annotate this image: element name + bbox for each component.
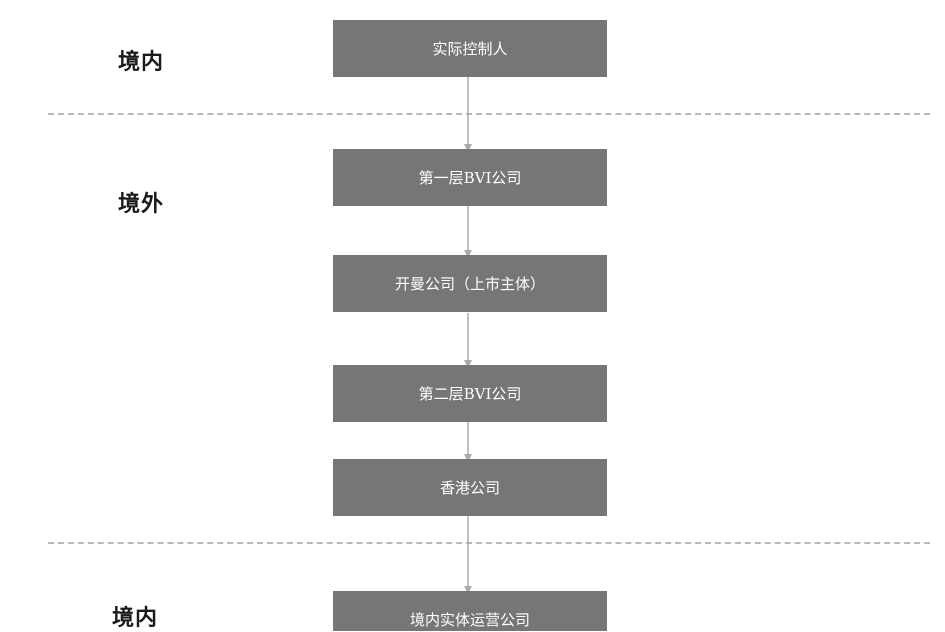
boundary-divider-top bbox=[48, 113, 930, 115]
node-bvi-layer-1: 第一层BVI公司 bbox=[333, 149, 607, 206]
region-label-domestic-top: 境内 bbox=[118, 49, 165, 75]
node-hong-kong-company: 香港公司 bbox=[333, 459, 607, 516]
region-label-domestic-bottom: 境内 bbox=[112, 605, 159, 631]
region-label-overseas: 境外 bbox=[118, 191, 165, 217]
node-bvi-layer-2: 第二层BVI公司 bbox=[333, 365, 607, 422]
boundary-divider-bottom bbox=[48, 542, 930, 544]
node-domestic-operating-company: 境内实体运营公司 bbox=[333, 591, 607, 631]
node-kaiman-listed-entity: 开曼公司（上市主体） bbox=[333, 255, 607, 312]
node-actual-controller: 实际控制人 bbox=[333, 20, 607, 77]
